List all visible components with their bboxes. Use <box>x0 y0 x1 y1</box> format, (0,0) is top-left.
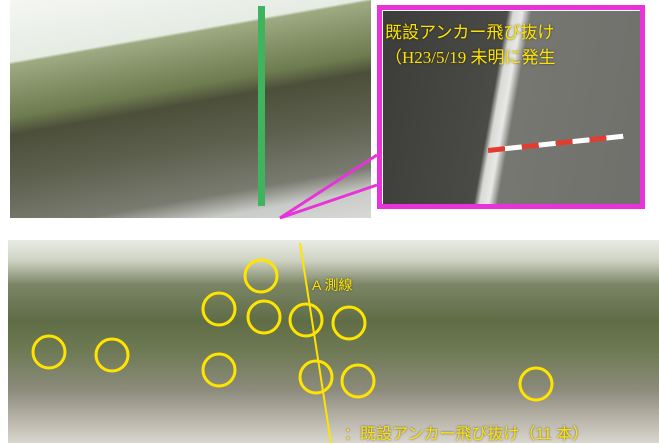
anchor-marker <box>94 337 130 373</box>
anchor-marker <box>340 363 376 399</box>
inset-closeup-photo <box>383 11 645 209</box>
anchor-marker <box>31 334 67 370</box>
survey-line-label: A 測線 <box>312 277 353 293</box>
leader-line-upper <box>279 153 378 220</box>
anchor-marker <box>246 299 282 335</box>
survey-line-a <box>299 242 332 443</box>
anchor-marker <box>298 359 334 395</box>
inset-frame <box>377 5 645 209</box>
anchor-marker <box>518 366 554 402</box>
inset-caption-line1: 既設アンカー飛び抜け <box>385 23 555 42</box>
anchor-marker <box>331 305 367 341</box>
top-slope-photo <box>10 0 371 218</box>
anchor-marker <box>201 352 237 388</box>
inset-caption: 既設アンカー飛び抜け （H23/5/19 未明に発生 <box>385 20 555 70</box>
anchor-marker <box>201 291 237 327</box>
green-pole <box>258 6 265 206</box>
inset-caption-line2: （H23/5/19 未明に発生 <box>385 48 556 67</box>
anchor-marker <box>243 258 279 294</box>
leader-line-lower <box>279 183 378 220</box>
legend-text: ：既設アンカー飛び抜け（11 本） <box>344 426 589 443</box>
anchor-marker <box>288 302 324 338</box>
bottom-slope-photo <box>8 240 659 443</box>
